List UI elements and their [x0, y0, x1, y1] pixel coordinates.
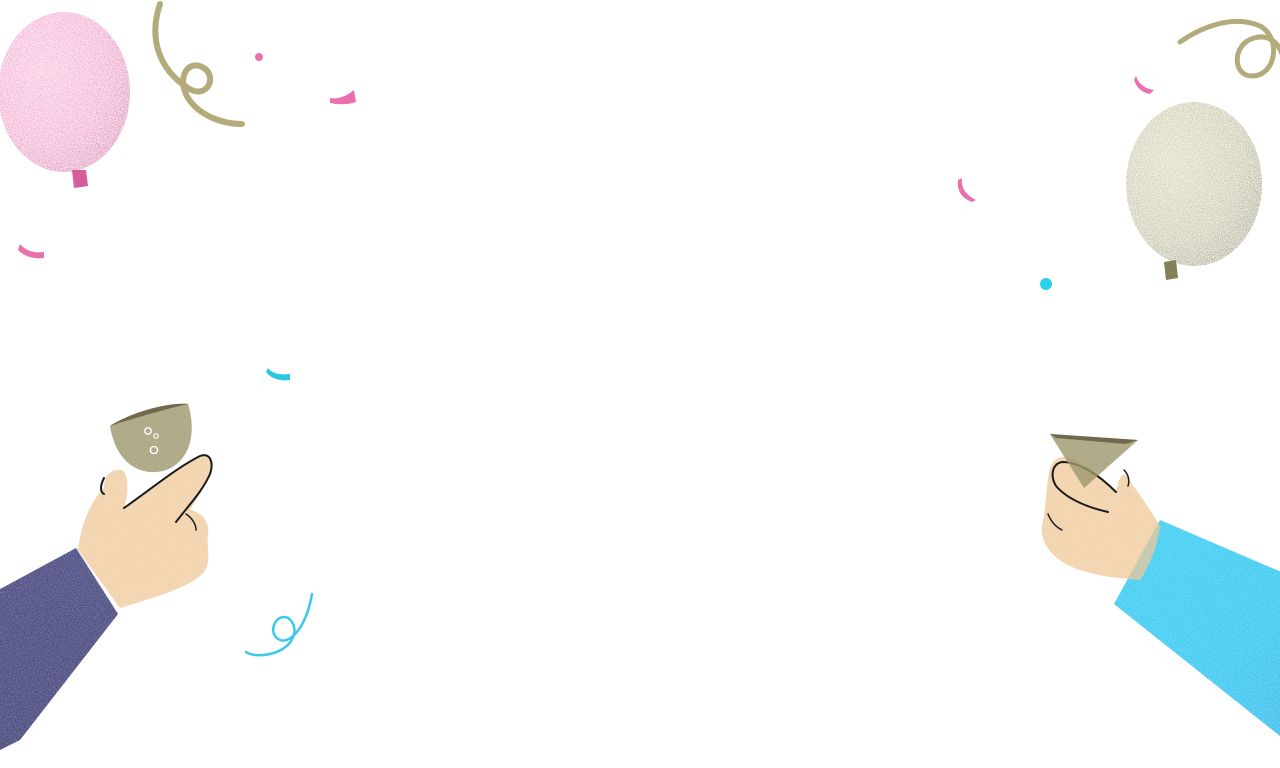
right-hand-icon [1041, 456, 1160, 580]
streamer-icon [1177, 19, 1280, 79]
pink-balloon-icon [0, 12, 130, 188]
cup-icon [110, 403, 192, 473]
streamer-icon [152, 1, 245, 127]
glass-icon [1050, 434, 1138, 488]
confetti-icon [18, 53, 1154, 381]
left-arm [0, 548, 118, 750]
olive-balloon-icon [1126, 102, 1262, 280]
left-hand-icon [78, 454, 213, 608]
streamer-icon [244, 592, 314, 657]
right-arm [1114, 520, 1280, 736]
